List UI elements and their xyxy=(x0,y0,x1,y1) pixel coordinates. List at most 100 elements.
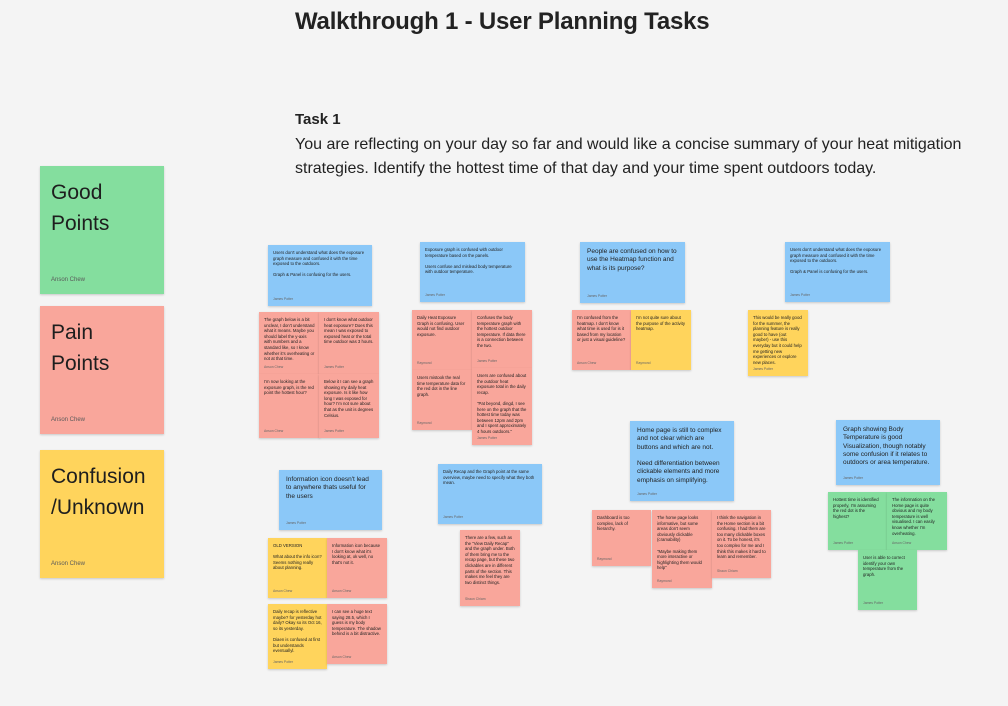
sticky-note[interactable]: Home page is still to complex and not cl… xyxy=(630,421,734,501)
sticky-note[interactable]: Below it I can see a graph showing my da… xyxy=(319,374,379,438)
note-text: Information icon doesn't lead to anywher… xyxy=(286,476,369,500)
note-text: Dashboard is too complex, lack of hierar… xyxy=(597,515,630,532)
sticky-note[interactable]: The graph below is a bit unclear, I don'… xyxy=(259,312,320,374)
sticky-note[interactable]: Graph showing Body Temperature is good V… xyxy=(836,420,940,485)
sticky-note[interactable]: I can see a huge text saying 28.5, which… xyxy=(327,604,387,664)
note-text: The information on the Home page is quit… xyxy=(892,497,935,536)
note-text: User is able to correct identify your ow… xyxy=(863,555,905,577)
note-text: Users mistook the real time temperature … xyxy=(417,375,466,397)
note-author: James Potter xyxy=(273,660,293,665)
note-author: Anson Chew xyxy=(892,541,912,546)
note-text: Below it I can see a graph showing my da… xyxy=(324,379,374,418)
sticky-note[interactable]: Information icon because I don't know wh… xyxy=(327,538,387,598)
note-text: Hottest time is identified properly, I'm… xyxy=(833,497,879,519)
note-text: The home page looks informative, but som… xyxy=(657,515,702,571)
sticky-note[interactable]: Daily recap is reflective maybe? for yes… xyxy=(268,604,327,669)
sticky-note[interactable]: Daily Recap and the Graph point at the s… xyxy=(438,464,542,524)
note-author: James Potter xyxy=(286,520,306,525)
note-author: James Potter xyxy=(833,541,853,546)
note-author: Anson Chew xyxy=(577,361,597,366)
note-author: Anson Chew xyxy=(332,589,352,594)
sticky-note[interactable]: Users don't understand what does the exp… xyxy=(785,242,890,302)
note-text: I'm not quite sure about the purpose of … xyxy=(636,315,685,332)
legend-pain-points[interactable]: Pain Points Anson Chew xyxy=(40,306,164,434)
note-text: People are confused on how to use the He… xyxy=(587,248,677,272)
note-author: James Potter xyxy=(863,601,883,606)
note-text: I'm now looking at the exposure graph, i… xyxy=(264,379,314,396)
sticky-note[interactable]: Users mistook the real time temperature … xyxy=(412,370,472,430)
note-author: Raymond xyxy=(417,361,432,366)
legend-good-points[interactable]: Good Points Anson Chew xyxy=(40,166,164,294)
note-text: OLD VERSION What about the info icon? Se… xyxy=(273,543,322,571)
note-text: I'm confused from the heatmap. I don't k… xyxy=(577,315,626,343)
note-text: This would be really good for the summer… xyxy=(753,315,802,365)
sticky-note[interactable]: I'm not quite sure about the purpose of … xyxy=(631,310,691,370)
legend-author: Anson Chew xyxy=(51,277,86,283)
sticky-note[interactable]: Information icon doesn't lead to anywher… xyxy=(279,470,382,530)
legend-author: Anson Chew xyxy=(51,561,86,567)
sticky-note[interactable]: The home page looks informative, but som… xyxy=(652,510,712,588)
sticky-note[interactable]: People are confused on how to use the He… xyxy=(580,242,685,303)
note-text: I think the navigation in the Home secti… xyxy=(717,515,766,560)
note-author: James Potter xyxy=(425,293,445,298)
sticky-note[interactable]: OLD VERSION What about the info icon? Se… xyxy=(268,538,327,598)
note-text: Users are confused about the outdoor hea… xyxy=(477,373,527,434)
note-text: I don't know what outdoor heat exposure?… xyxy=(324,317,374,345)
note-author: James Potter xyxy=(753,367,773,372)
sticky-note[interactable]: Users don't understand what does the exp… xyxy=(268,245,372,306)
note-text: Home page is still to complex and not cl… xyxy=(637,427,722,484)
sticky-note[interactable]: This would be really good for the summer… xyxy=(748,310,808,376)
sticky-note[interactable]: User is able to correct identify your ow… xyxy=(858,550,917,610)
sticky-note[interactable]: I don't know what outdoor heat exposure?… xyxy=(319,312,379,374)
note-text: I can see a huge text saying 28.5, which… xyxy=(332,609,381,637)
legend-label: Good Points xyxy=(51,181,110,235)
note-author: James Potter xyxy=(443,515,463,520)
note-author: Anson Chew xyxy=(264,365,284,370)
note-text: Daily recap is reflective maybe? for yes… xyxy=(273,609,322,654)
sticky-note[interactable]: I'm now looking at the exposure graph, i… xyxy=(259,374,320,438)
note-author: James Potter xyxy=(477,359,497,364)
note-author: Raymond xyxy=(417,421,432,426)
note-author: Raymond xyxy=(636,361,651,366)
note-author: Raymond xyxy=(597,557,612,562)
note-author: Anson Chew xyxy=(264,429,284,434)
task-heading: Task 1 xyxy=(295,111,341,128)
note-author: James Potter xyxy=(477,436,497,441)
sticky-note[interactable]: The information on the Home page is quit… xyxy=(887,492,947,550)
sticky-note[interactable]: Users are confused about the outdoor hea… xyxy=(472,368,532,445)
sticky-note[interactable]: I think the navigation in the Home secti… xyxy=(712,510,771,578)
note-author: Anson Chew xyxy=(332,655,352,660)
legend-label: Pain Points xyxy=(51,321,110,375)
note-author: James Potter xyxy=(324,365,344,370)
note-text: The graph below is a bit unclear, I don'… xyxy=(264,317,315,362)
sticky-note[interactable]: There are a few, such as the "View Daily… xyxy=(460,530,520,606)
sticky-note[interactable]: Hottest time is identified properly, I'm… xyxy=(828,492,887,550)
note-text: Users don't understand what does the exp… xyxy=(790,247,882,275)
sticky-note[interactable]: Daily Heat Exposure Graph is confusing. … xyxy=(412,310,472,370)
note-text: There are a few, such as the "View Daily… xyxy=(465,535,515,585)
note-text: Users don't understand what does the exp… xyxy=(273,250,365,278)
note-author: James Potter xyxy=(637,491,657,496)
note-text: Graph showing Body Temperature is good V… xyxy=(843,426,930,467)
task-description: You are reflecting on your day so far an… xyxy=(295,136,962,177)
note-author: James Potter xyxy=(587,293,607,298)
note-author: Raymond xyxy=(657,579,672,584)
sticky-note[interactable]: I'm confused from the heatmap. I don't k… xyxy=(572,310,631,370)
note-text: Exposure graph is confused with outdoor … xyxy=(425,247,512,275)
note-text: Confuses the body temperature graph with… xyxy=(477,315,526,348)
note-author: James Potter xyxy=(273,297,293,302)
sticky-note[interactable]: Dashboard is too complex, lack of hierar… xyxy=(592,510,651,566)
sticky-note[interactable]: Exposure graph is confused with outdoor … xyxy=(420,242,525,302)
legend-label: Confusion /Unknown xyxy=(51,465,146,519)
sticky-note[interactable]: Confuses the body temperature graph with… xyxy=(472,310,532,368)
note-author: Shaun Chiam xyxy=(717,569,738,574)
note-text: Information icon because I don't know wh… xyxy=(332,543,381,565)
legend-author: Anson Chew xyxy=(51,417,86,423)
legend-confusion-unknown[interactable]: Confusion /Unknown Anson Chew xyxy=(40,450,164,578)
note-author: James Potter xyxy=(843,475,863,480)
note-text: Daily Recap and the Graph point at the s… xyxy=(443,469,535,486)
note-author: James Potter xyxy=(790,293,810,298)
page-title: Walkthrough 1 - User Planning Tasks xyxy=(295,8,710,35)
note-author: James Potter xyxy=(324,429,344,434)
note-author: Anson Chew xyxy=(273,589,293,594)
